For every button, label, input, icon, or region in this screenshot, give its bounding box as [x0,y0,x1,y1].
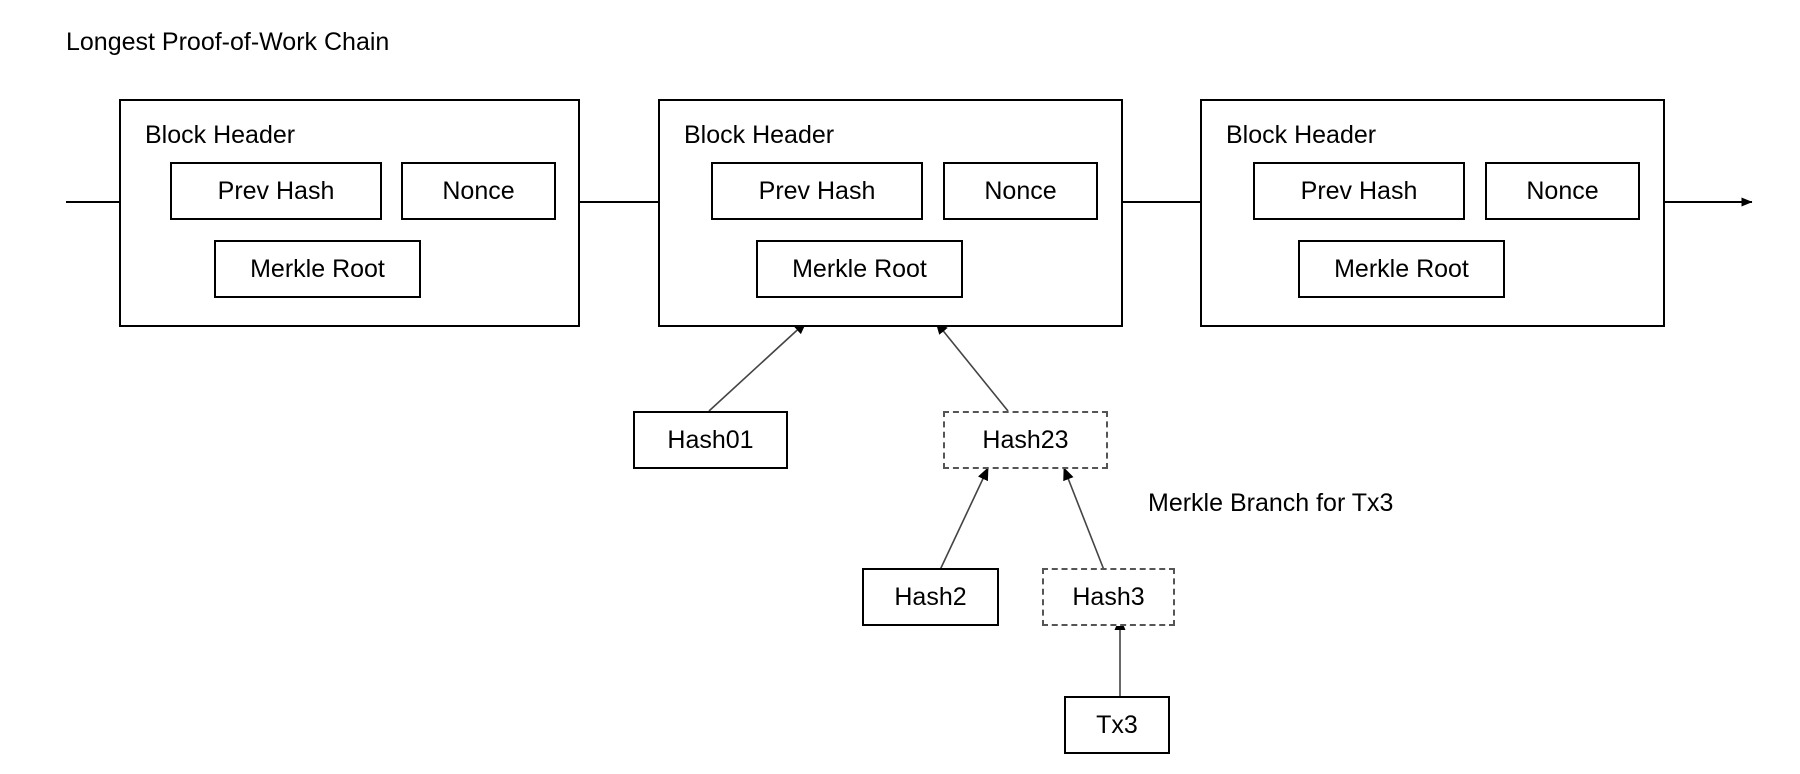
block-1-merkle-root-field[interactable]: Merkle Root [214,240,421,298]
edge-hash3-to-hash23 [1063,467,1105,571]
merkle-node-hash3[interactable]: Hash3 [1042,568,1175,626]
block-3[interactable]: Block Header Prev Hash Nonce Merkle Root [1200,99,1665,327]
block-2-merkle-root-field[interactable]: Merkle Root [756,240,963,298]
block-2-nonce-field[interactable]: Nonce [943,162,1098,220]
edge-hash01-to-merkle-root [708,321,807,412]
merkle-node-hash23[interactable]: Hash23 [943,411,1108,469]
edge-hash2-to-hash23 [939,467,989,571]
merkle-node-hash01[interactable]: Hash01 [633,411,788,469]
merkle-node-hash2[interactable]: Hash2 [862,568,999,626]
block-1-prev-hash-field[interactable]: Prev Hash [170,162,382,220]
block-3-prev-hash-field[interactable]: Prev Hash [1253,162,1465,220]
block-1-nonce-field[interactable]: Nonce [401,162,556,220]
edge-hash23-to-merkle-root [935,321,1009,412]
block-2-header-label: Block Header [684,121,835,149]
block-2[interactable]: Block Header Prev Hash Nonce Merkle Root [658,99,1123,327]
page-title: Longest Proof-of-Work Chain [66,28,390,56]
block-3-nonce-field[interactable]: Nonce [1485,162,1640,220]
merkle-branch-caption: Merkle Branch for Tx3 [1148,489,1394,517]
merkle-node-tx3[interactable]: Tx3 [1064,696,1170,754]
block-1-header-label: Block Header [145,121,296,149]
block-2-prev-hash-field[interactable]: Prev Hash [711,162,923,220]
block-1[interactable]: Block Header Prev Hash Nonce Merkle Root [119,99,580,327]
block-3-merkle-root-field[interactable]: Merkle Root [1298,240,1505,298]
block-3-header-label: Block Header [1226,121,1377,149]
